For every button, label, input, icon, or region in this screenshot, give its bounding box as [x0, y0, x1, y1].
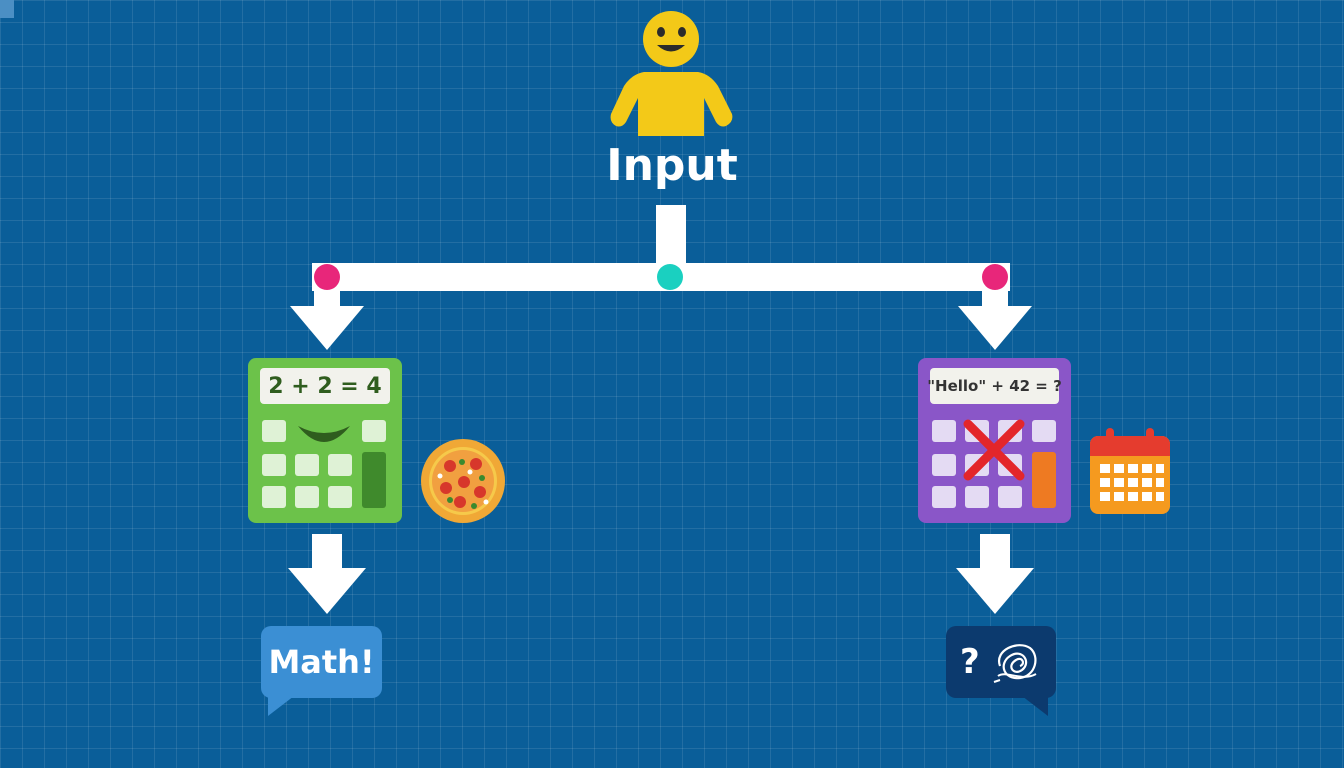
calendar-icon: [1090, 428, 1170, 514]
red-x-icon: [963, 419, 1025, 481]
confused-bubble-tail: [1022, 696, 1048, 716]
right-calculator: "Hello" + 42 = ?: [918, 358, 1071, 523]
math-result-bubble: Math!: [261, 626, 382, 698]
right-node-dot: [982, 264, 1008, 290]
right-down-arrow-top: [958, 306, 1032, 350]
confused-result-bubble: ?: [946, 626, 1056, 698]
left-calculator: 2 + 2 = 4: [248, 358, 402, 523]
right-down-arrow-bottom: [956, 568, 1034, 614]
left-node-dot: [314, 264, 340, 290]
center-node-dot: [657, 264, 683, 290]
right-calculator-keypad: [932, 419, 1056, 508]
stem-connector: [656, 205, 686, 269]
scribble-icon: [993, 644, 1037, 683]
left-calculator-display: 2 + 2 = 4: [260, 368, 390, 404]
pizza-icon: [421, 439, 505, 523]
corner-mark: [0, 0, 14, 18]
left-down-arrow-bottom: [288, 568, 366, 614]
left-down-arrow-top: [290, 306, 364, 350]
left-lower-connector: [312, 534, 342, 570]
smile-icon: [298, 426, 350, 442]
right-calculator-display: "Hello" + 42 = ?: [927, 368, 1062, 404]
math-bubble-tail: [268, 696, 294, 716]
right-lower-connector: [980, 534, 1010, 570]
person-smiling-icon: [610, 11, 733, 136]
input-label: Input: [606, 140, 738, 191]
left-calculator-keypad: [262, 420, 386, 508]
question-mark-label: ?: [960, 642, 980, 682]
